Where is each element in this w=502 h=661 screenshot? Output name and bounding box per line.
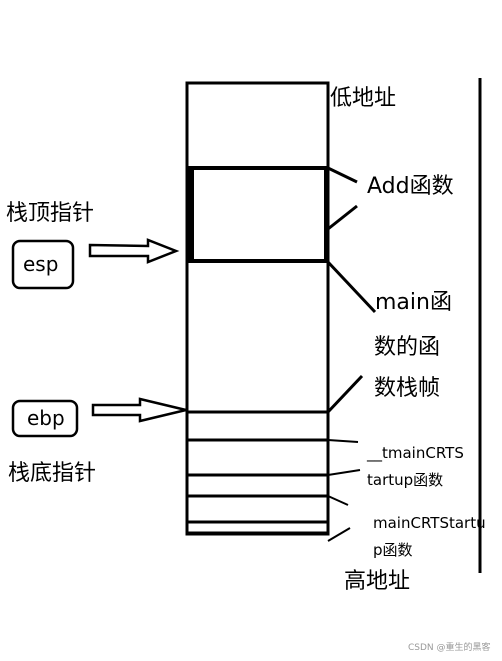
ebp-box: [11, 399, 79, 438]
watermark: CSDN @重生的黑客: [408, 643, 491, 653]
esp-box: [11, 239, 75, 290]
ebp-arrow: [91, 397, 187, 423]
maincrt-label-line2: p函数: [373, 541, 413, 559]
ebp-pointer-label: 栈底指针: [8, 461, 97, 486]
high-address-label: 高地址: [344, 569, 411, 594]
ebp-register-label: ebp: [27, 406, 65, 430]
stack-column: [185, 81, 330, 536]
tmain-label-line2: tartup函数: [367, 471, 444, 489]
connector-main-bottom: [326, 374, 364, 414]
maincrt-box: [185, 494, 330, 524]
esp-register-label: esp: [23, 252, 59, 276]
connector-tmain-bottom: [327, 469, 361, 476]
connector-add-bottom: [327, 204, 358, 231]
add-frame-box: [187, 166, 328, 263]
main-frame-label-line2: 数的函: [374, 335, 441, 360]
connector-maincrt-top: [327, 495, 349, 506]
connector-main-top: [326, 260, 377, 314]
add-frame-label: Add函数: [367, 174, 454, 199]
main-frame-label-line3: 数栈帧: [374, 376, 441, 401]
connector-tmain-top: [327, 439, 359, 443]
esp-pointer-label: 栈顶指针: [6, 201, 95, 226]
low-address-label: 低地址: [330, 86, 397, 111]
maincrt-label-line1: mainCRTStartu: [373, 514, 486, 532]
esp-arrow: [88, 238, 180, 264]
tmain-label-line1: __tmainCRTS: [367, 444, 464, 462]
connector-maincrt-bottom: [327, 527, 351, 542]
connector-add-top: [327, 166, 358, 184]
main-frame-label-line1: main函: [375, 290, 452, 315]
